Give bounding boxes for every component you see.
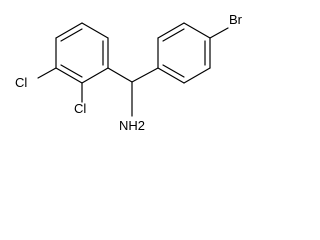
amine-label: NH2 — [119, 118, 145, 133]
ring-double-bond — [60, 64, 83, 78]
ring-bond — [183, 67, 211, 84]
ring-to-ch-bond — [107, 67, 133, 83]
ch-to-ring-bond — [131, 67, 159, 83]
ring-bond — [157, 67, 185, 84]
bromine-label: Br — [229, 12, 243, 27]
ring-bond — [157, 22, 185, 39]
structure-canvas: Br Cl Cl NH2 — [15, 12, 243, 133]
ring-bond — [55, 67, 83, 84]
ring-double-bond — [60, 28, 83, 42]
ring-double-bond — [162, 28, 185, 42]
ring-bond — [55, 22, 83, 39]
ring-double-bond — [162, 64, 185, 78]
chlorine-label-3: Cl — [15, 75, 27, 90]
ring-bond — [183, 22, 211, 39]
ring-bond — [81, 22, 109, 39]
chlorine-label-2: Cl — [74, 101, 86, 116]
c4-br-bond — [209, 27, 229, 39]
dichlorophenyl-ring — [55, 22, 109, 84]
molecule-structure: Br Cl Cl NH2 — [15, 12, 243, 133]
ring-bond — [81, 67, 109, 84]
c3-cl-bond — [37, 67, 57, 79]
bromophenyl-ring — [157, 22, 211, 84]
